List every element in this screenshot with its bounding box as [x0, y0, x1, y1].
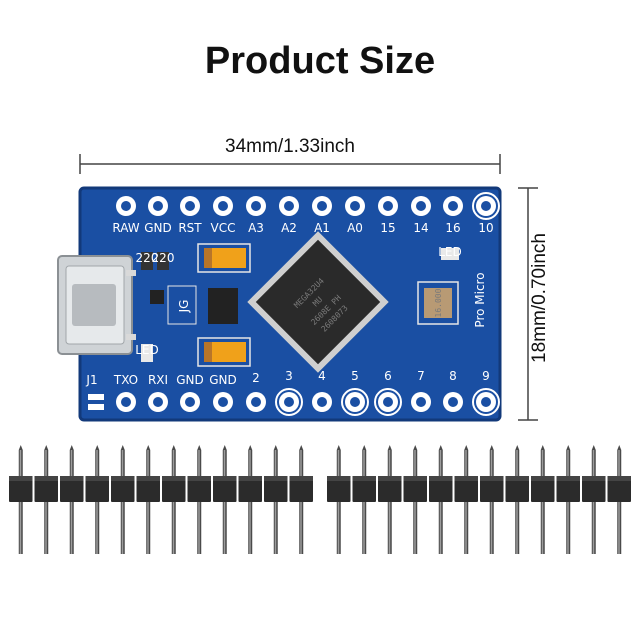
- height-dimension-line: [518, 187, 538, 421]
- pin-pad: [411, 392, 431, 412]
- header-pin: [85, 445, 109, 554]
- pin-pad: [116, 196, 136, 216]
- pin-pad: [312, 196, 332, 216]
- svg-text:220: 220: [152, 251, 175, 265]
- header-pin: [480, 445, 504, 554]
- board-side-label: Pro Micro: [473, 272, 487, 327]
- header-pin: [403, 445, 427, 554]
- bottom-pin-label: 2: [252, 371, 260, 385]
- bottom-pin-label: 5: [351, 369, 359, 383]
- bottom-pin-label: 7: [417, 369, 425, 383]
- bottom-pin-label: 6: [384, 369, 392, 383]
- pin-pad: [374, 388, 402, 416]
- header-pin: [378, 445, 402, 554]
- bottom-pin-row: [88, 388, 500, 416]
- j1-jumper-pads: [88, 394, 104, 410]
- header-pin: [352, 445, 376, 554]
- pin-pad: [411, 196, 431, 216]
- header-pin: [607, 445, 631, 554]
- pin-header-right: [327, 445, 631, 554]
- header-pin: [60, 445, 84, 554]
- top-pin-label: A2: [281, 221, 297, 235]
- smd-components: 220 220 LED LED: [135, 245, 462, 362]
- pin-pad: [472, 388, 500, 416]
- regulator-label: JG: [177, 300, 191, 314]
- header-pin: [582, 445, 606, 554]
- header-pin: [505, 445, 529, 554]
- width-dimension-line: [79, 154, 501, 174]
- header-pin: [429, 445, 453, 554]
- micro-usb-connector: [57, 255, 136, 355]
- pin-pad: [345, 196, 365, 216]
- pin-pad: [213, 196, 233, 216]
- pin-pad: [312, 392, 332, 412]
- top-pin-row: [116, 192, 500, 220]
- top-pin-label: RST: [178, 221, 202, 235]
- header-pin: [9, 445, 33, 554]
- page-title: Product Size: [204, 40, 436, 82]
- pin-pad: [443, 392, 463, 412]
- header-pin: [34, 445, 58, 554]
- pin-pad: [148, 392, 168, 412]
- bottom-pin-labels: J1 TXO RXI GND GND 2 3 4 5 6 7 8 9: [85, 369, 489, 387]
- top-pin-label: 10: [478, 221, 493, 235]
- pin-pad: [472, 192, 500, 220]
- crystal-oscillator: 16.000: [417, 281, 459, 325]
- bottom-pin-label: RXI: [148, 373, 168, 387]
- header-pin: [136, 445, 160, 554]
- pin-pad: [279, 196, 299, 216]
- top-pin-label: 15: [380, 221, 395, 235]
- pin-pad: [180, 196, 200, 216]
- header-pin: [454, 445, 478, 554]
- header-pin: [289, 445, 313, 554]
- header-pin: [264, 445, 288, 554]
- svg-text:LED: LED: [438, 245, 462, 259]
- header-pin: [327, 445, 351, 554]
- svg-text:LED: LED: [135, 343, 159, 357]
- svg-text:16.000: 16.000: [434, 288, 443, 317]
- top-pin-label: A3: [248, 221, 264, 235]
- top-pin-label: RAW: [112, 221, 139, 235]
- header-pin: [162, 445, 186, 554]
- header-pin: [187, 445, 211, 554]
- bottom-pin-label: 3: [285, 369, 293, 383]
- top-pin-label: VCC: [211, 221, 236, 235]
- pin-pad: [443, 196, 463, 216]
- header-pin: [238, 445, 262, 554]
- capacitor-top: [197, 243, 251, 273]
- header-pin: [111, 445, 135, 554]
- header-pin: [531, 445, 555, 554]
- pin-pad: [246, 392, 266, 412]
- capacitor-bottom: [197, 337, 251, 367]
- bottom-pin-label: GND: [209, 373, 237, 387]
- bottom-pin-label: 9: [482, 369, 490, 383]
- top-pin-label: 16: [445, 221, 460, 235]
- top-pin-label: 14: [413, 221, 428, 235]
- top-pin-label: A0: [347, 221, 363, 235]
- pin-pad: [213, 392, 233, 412]
- pin-pad: [246, 196, 266, 216]
- bottom-pin-label: J1: [85, 373, 97, 387]
- pin-pad: [180, 392, 200, 412]
- bottom-pin-label: GND: [176, 373, 204, 387]
- bottom-pin-label: 4: [318, 369, 326, 383]
- pin-pad: [116, 392, 136, 412]
- width-dimension-label: 34mm/1.33inch: [225, 136, 355, 157]
- pin-pad: [148, 196, 168, 216]
- bottom-pin-label: TXO: [113, 373, 138, 387]
- bottom-pin-label: 8: [449, 369, 457, 383]
- voltage-regulator: JG: [150, 285, 238, 325]
- pin-pad: [275, 388, 303, 416]
- top-pin-label: GND: [144, 221, 172, 235]
- header-pin: [556, 445, 580, 554]
- pin-pad: [341, 388, 369, 416]
- pin-pad: [378, 196, 398, 216]
- pin-header-left: [9, 445, 313, 554]
- header-pin: [213, 445, 237, 554]
- svg-text:220: 220: [136, 251, 159, 265]
